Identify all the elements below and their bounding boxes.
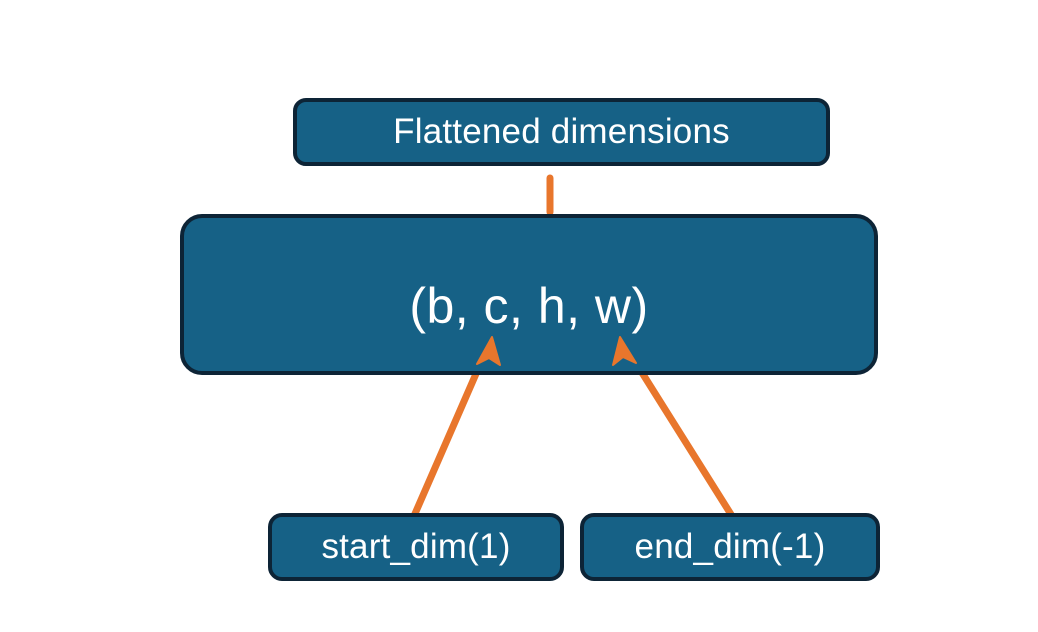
start-dim-box: start_dim(1) bbox=[268, 513, 564, 581]
end-dim-label: end_dim(-1) bbox=[634, 526, 826, 566]
start-dim-label: start_dim(1) bbox=[321, 526, 511, 566]
arrowhead-start-dim bbox=[476, 336, 501, 366]
flattened-dimensions-label: Flattened dimensions bbox=[393, 111, 730, 151]
flattened-dimensions-box: Flattened dimensions bbox=[293, 98, 830, 166]
arrowhead-end-dim bbox=[612, 336, 637, 366]
end-dim-box: end_dim(-1) bbox=[580, 513, 880, 581]
tensor-shape-box: (b, c, h, w) bbox=[180, 214, 878, 375]
tensor-shape-label: (b, c, h, w) bbox=[409, 278, 649, 335]
